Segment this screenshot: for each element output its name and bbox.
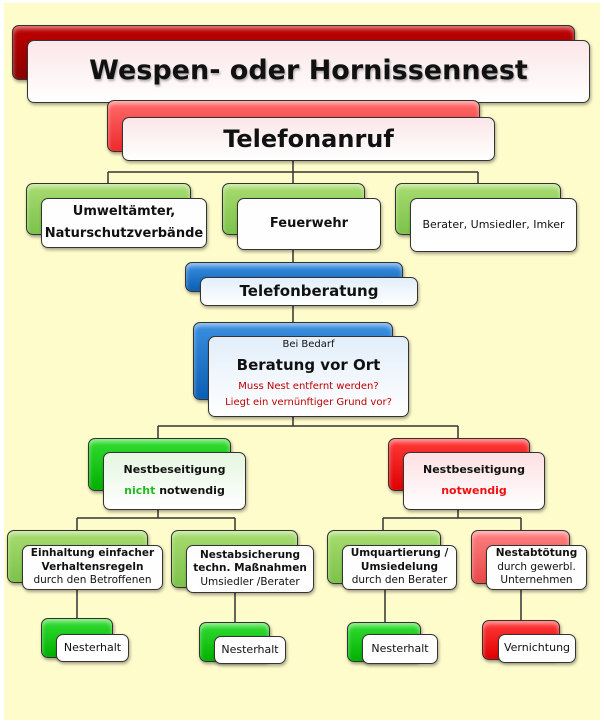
phone-advice-text: Telefonberatung xyxy=(239,282,379,301)
action-1-line3: durch den Betroffenen xyxy=(33,574,152,587)
action-4-line2: durch gewerbl. xyxy=(497,560,576,573)
result-3-node: Nesterhalt xyxy=(362,634,438,664)
result-1-node: Nesterhalt xyxy=(56,634,129,662)
onsite-question-2: Liegt ein vernünftiger Grund vor? xyxy=(225,396,392,408)
advisors-node: Berater, Umsiedler, Imker xyxy=(410,198,577,252)
action-4-line1: Nestabtötung xyxy=(495,547,578,560)
result-4-node: Vernichtung xyxy=(498,634,576,663)
title-text: Wespen- oder Hornissennest xyxy=(89,55,528,87)
not-needed-line2: nicht notwendig xyxy=(124,481,225,502)
action-3-line2: Umsiedelung xyxy=(360,560,439,573)
onsite-question-1: Muss Nest entfernt werden? xyxy=(238,380,379,392)
result-2-node: Nesterhalt xyxy=(214,636,286,664)
action-1-line1: Einhaltung einfacher xyxy=(30,547,155,560)
not-needed-nicht: nicht xyxy=(124,484,156,497)
not-needed-node: Nestbeseitigung nicht notwendig xyxy=(103,452,246,510)
action-2-line3: Umsiedler /Berater xyxy=(200,575,300,588)
onsite-pre: Bei Bedarf xyxy=(282,339,335,350)
action-4-line3: Unternehmen xyxy=(500,574,573,587)
call-node: Telefonanruf xyxy=(122,117,495,161)
fire-text: Feuerwehr xyxy=(269,216,349,232)
action-2-line2: techn. Maßnahmen xyxy=(193,562,307,575)
needed-line2: notwendig xyxy=(441,484,507,497)
result-1-text: Nesterhalt xyxy=(63,640,122,654)
fire-node: Feuerwehr xyxy=(237,198,381,250)
needed-line1: Nestbeseitigung xyxy=(422,463,526,477)
not-needed-rest: notwendig xyxy=(155,484,225,497)
title-node: Wespen- oder Hornissennest xyxy=(27,40,590,103)
onsite-node: Bei Bedarf Beratung vor Ort Muss Nest en… xyxy=(208,336,409,417)
authorities-node: Umweltämter, Naturschutzverbände xyxy=(41,198,207,248)
result-2-text: Nesterhalt xyxy=(221,642,279,656)
action-2-line1: Nestabsicherung xyxy=(199,548,301,561)
action-3-line3: durch den Berater xyxy=(351,574,448,587)
action-3-line1: Umquartierung / xyxy=(350,547,449,560)
action-1-line2: Verhaltensregeln xyxy=(41,560,144,573)
onsite-title: Beratung vor Ort xyxy=(236,355,381,374)
authorities-line2: Naturschutzverbände xyxy=(44,226,204,241)
advisors-text: Berater, Umsiedler, Imker xyxy=(422,217,565,231)
result-4-text: Vernichtung xyxy=(503,641,571,655)
not-needed-line1: Nestbeseitigung xyxy=(123,463,226,477)
authorities-line1: Umweltämter, xyxy=(72,203,176,219)
phone-advice-node: Telefonberatung xyxy=(200,277,418,306)
needed-node: Nestbeseitigung notwendig xyxy=(403,452,545,510)
call-text: Telefonanruf xyxy=(223,124,394,153)
result-3-text: Nesterhalt xyxy=(371,641,429,655)
